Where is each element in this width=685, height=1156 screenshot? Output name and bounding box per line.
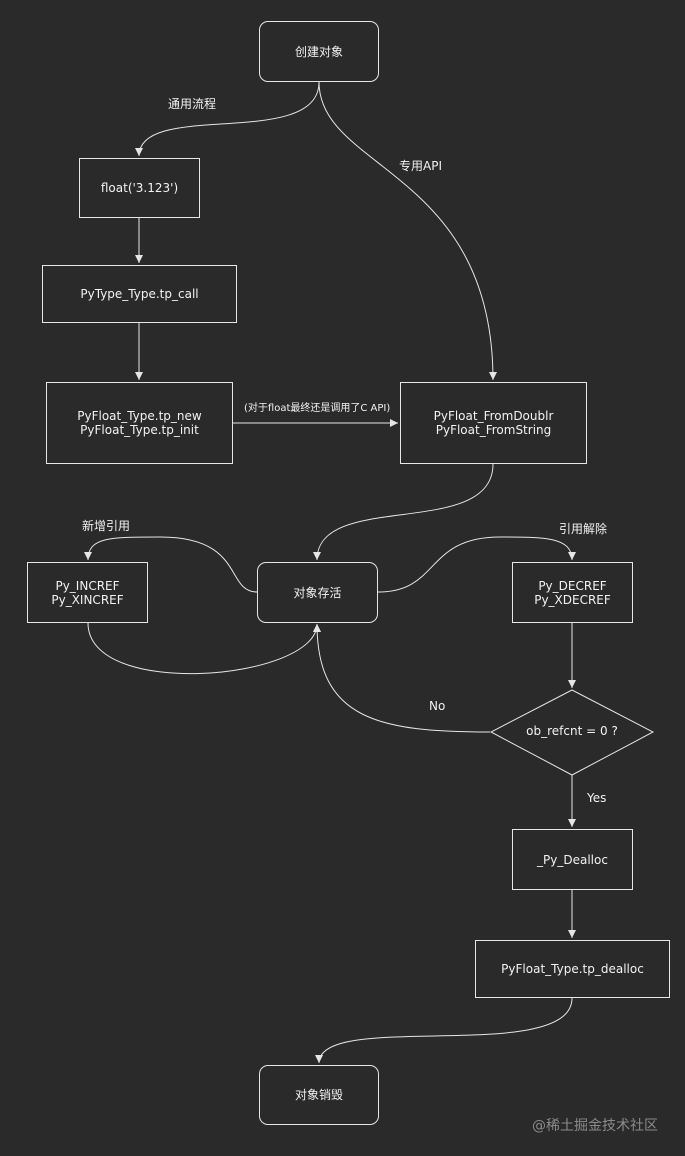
edge-label-special-api: 专用API	[399, 159, 442, 173]
node-create-object-label: 创建对象	[294, 44, 343, 59]
node-object-alive-label: 对象存活	[293, 585, 342, 600]
watermark: @稀土掘金技术社区	[532, 1118, 658, 1134]
edge-create-to-float	[135, 81, 320, 157]
node-float-call-label: float('3.123')	[100, 181, 179, 195]
edge-tpdealloc-to-destroy	[315, 997, 573, 1064]
edge-alive-to-decref	[377, 536, 576, 593]
edge-label-generic: 通用流程	[168, 97, 217, 111]
edge-decision-to-alive	[313, 623, 491, 733]
node-incref: Py_INCREF Py_XINCREF	[27, 562, 148, 623]
edge-label-no: No	[429, 699, 446, 713]
node-incref-label: Py_INCREF	[55, 578, 120, 593]
node-from-double-string: PyFloat_FromDoublr PyFloat_FromString	[400, 382, 587, 464]
edge-label-release-ref: 引用解除	[559, 522, 608, 536]
edge-label-add-ref: 新增引用	[82, 519, 131, 533]
node-decision-label: ob_refcnt = 0 ?	[526, 724, 618, 738]
node-xincref-label: Py_XINCREF	[51, 592, 124, 607]
node-decref-label: Py_DECREF	[538, 578, 607, 593]
edge-fromdouble-to-alive	[313, 463, 494, 561]
node-tp-new-init: PyFloat_Type.tp_new PyFloat_Type.tp_init	[46, 382, 233, 464]
node-object-destroy: 对象销毁	[259, 1065, 379, 1125]
node-from-string-label: PyFloat_FromString	[435, 423, 552, 437]
node-tp-dealloc-label: PyFloat_Type.tp_dealloc	[501, 962, 644, 976]
node-tp-init-label: PyFloat_Type.tp_init	[80, 423, 199, 437]
node-xdecref-label: Py_XDECREF	[534, 592, 611, 607]
edge-incref-to-alive	[87, 622, 321, 675]
node-tp-call: PyType_Type.tp_call	[42, 265, 237, 323]
decision-diamond	[489, 689, 655, 776]
node-tp-dealloc: PyFloat_Type.tp_dealloc	[475, 940, 670, 998]
edge-alive-to-incref	[84, 536, 258, 593]
edge-create-to-fromdouble	[318, 81, 497, 381]
node-create-object: 创建对象	[259, 21, 379, 82]
node-tp-call-label: PyType_Type.tp_call	[80, 287, 199, 301]
node-tp-new-label: PyFloat_Type.tp_new	[77, 409, 202, 423]
node-decref: Py_DECREF Py_XDECREF	[512, 562, 633, 623]
node-float-call: float('3.123')	[79, 158, 200, 218]
node-object-destroy-label: 对象销毁	[294, 1088, 343, 1102]
node-py-dealloc: _Py_Dealloc	[512, 829, 633, 890]
node-py-dealloc-label: _Py_Dealloc	[537, 852, 608, 867]
node-object-alive: 对象存活	[257, 562, 378, 623]
edge-label-yes: Yes	[587, 791, 607, 805]
node-from-double-label: PyFloat_FromDoublr	[433, 409, 554, 423]
edge-label-float-note: (对于float最终还是调用了C API)	[244, 403, 391, 414]
